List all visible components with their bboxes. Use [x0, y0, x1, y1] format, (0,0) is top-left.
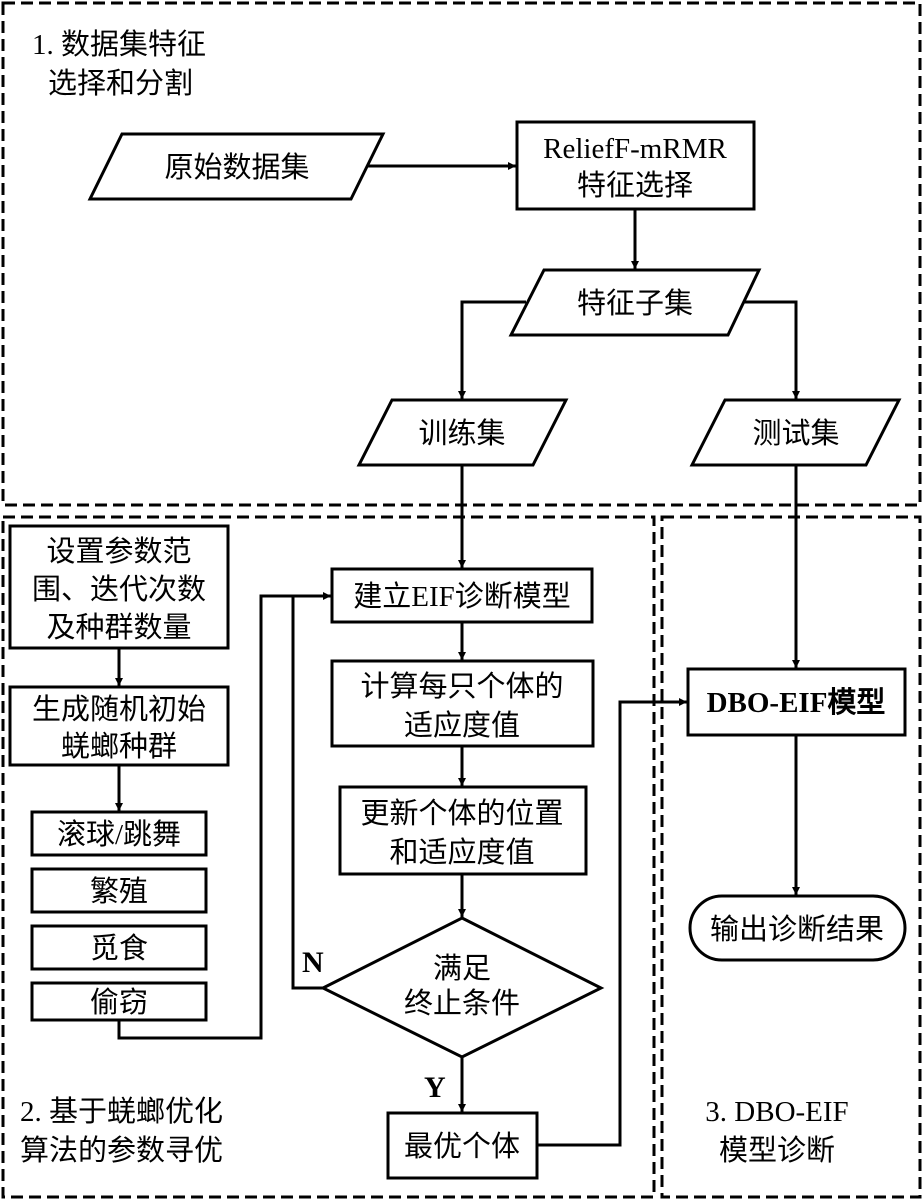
edge-label-yes: Y: [424, 1071, 446, 1104]
section-2-title-line1: 2. 基于蜣螂优化: [20, 1095, 223, 1128]
node-compute-fitness: 计算每只个体的 适应度值: [330, 659, 595, 748]
node-update-position: 更新个体的位置 和适应度值: [338, 785, 588, 876]
node-test-set: 测试集: [689, 398, 902, 467]
foraging-label: 觅食: [90, 932, 148, 965]
section-3-title-line2: 模型诊断: [719, 1134, 835, 1167]
node-feature-subset: 特征子集: [508, 268, 762, 337]
section-1-title-line2: 选择和分割: [48, 67, 193, 100]
node-stealing: 偷窃: [30, 981, 208, 1022]
node-raw-dataset: 原始数据集: [87, 132, 386, 201]
best-individual-label: 最优个体: [404, 1130, 520, 1163]
node-ball-rolling: 滚球/跳舞: [30, 810, 208, 857]
ball-rolling-label: 滚球/跳舞: [57, 818, 181, 851]
node-set-params: 设置参数范 围、迭代次数 及种群数量: [8, 524, 230, 650]
update-position-label-line2: 和适应度值: [389, 836, 534, 869]
set-params-label-line3: 及种群数量: [46, 611, 191, 644]
update-position-label-line1: 更新个体的位置: [360, 797, 563, 830]
node-output-result: 输出诊断结果: [688, 894, 907, 962]
test-set-label: 测试集: [752, 417, 839, 450]
edge-subset-to-test: [744, 300, 800, 399]
section-3-title-line1: 3. DBO-EIF: [705, 1096, 848, 1128]
node-foraging: 觅食: [30, 924, 208, 971]
section-2-frame: [1, 515, 656, 1199]
node-best-individual: 最优个体: [386, 1111, 539, 1180]
feature-subset-label: 特征子集: [577, 287, 693, 320]
edge-check-no-loop: [291, 596, 323, 990]
compute-fitness-label-line2: 适应度值: [404, 709, 520, 742]
edge-best-to-dbo: [537, 698, 687, 1147]
set-params-label-line2: 围、迭代次数: [32, 573, 206, 606]
stealing-label: 偷窃: [90, 986, 148, 1019]
section-1-title-line1: 1. 数据集特征: [32, 28, 206, 61]
feature-selection-label-line2: 特征选择: [577, 169, 693, 202]
node-feature-selection: ReliefF-mRMR 特征选择: [515, 120, 756, 211]
termination-check-label-line2: 终止条件: [404, 987, 520, 1020]
section-2-title-line2: 算法的参数寻优: [20, 1134, 223, 1167]
node-init-population: 生成随机初始 蜣螂种群: [8, 685, 230, 767]
node-training-set: 训练集: [356, 398, 569, 467]
node-termination-check: 满足 终止条件: [319, 916, 605, 1059]
node-dbo-eif-model: DBO-EIF模型: [686, 667, 907, 737]
termination-check-label-line1: 满足: [433, 952, 491, 985]
training-set-label: 训练集: [418, 417, 505, 450]
output-result-label: 输出诊断结果: [710, 913, 884, 946]
edge-stealing-to-build: [117, 592, 331, 1040]
node-build-eif: 建立EIF诊断模型: [330, 567, 594, 624]
edge-label-no: N: [302, 946, 324, 979]
init-population-label-line2: 蜣螂种群: [61, 730, 177, 763]
breeding-label: 繁殖: [90, 875, 148, 908]
set-params-label-line1: 设置参数范: [46, 535, 191, 568]
init-population-label-line1: 生成随机初始: [32, 693, 206, 726]
compute-fitness-label-line1: 计算每只个体的: [360, 670, 563, 703]
dbo-eif-model-label: DBO-EIF模型: [707, 686, 886, 719]
edge-subset-to-training: [458, 300, 526, 399]
raw-dataset-label: 原始数据集: [164, 151, 309, 184]
build-eif-label: 建立EIF诊断模型: [353, 580, 571, 613]
feature-selection-label-line1: ReliefF-mRMR: [543, 133, 727, 165]
node-breeding: 繁殖: [30, 867, 208, 914]
section-3-frame: [660, 515, 922, 1199]
